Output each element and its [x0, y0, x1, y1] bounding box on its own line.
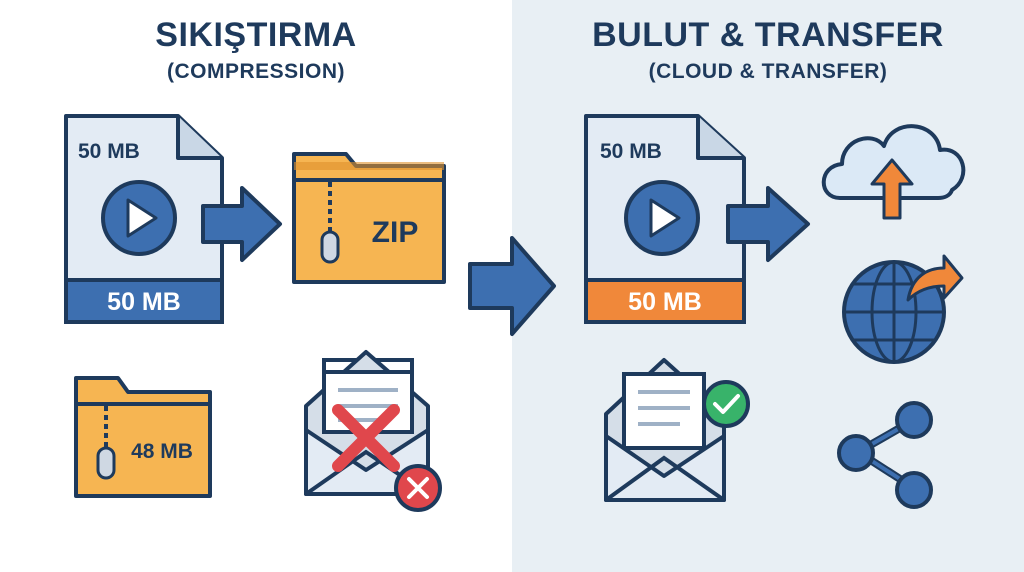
left-file-top-label: 50 MB [78, 140, 140, 163]
center-arrow-right-icon [468, 236, 556, 336]
right-video-file-icon: 50 MB 50 MB [584, 114, 746, 324]
right-arrow-right-icon [726, 186, 810, 262]
check-icon [702, 380, 750, 428]
globe-share-icon [842, 254, 964, 364]
cloud-upload-icon [821, 124, 966, 220]
right-title: BULUT & TRANSFER [592, 16, 944, 54]
left-video-file-icon: 50 MB 50 MB [64, 114, 224, 324]
right-file-top-label: 50 MB [600, 140, 662, 163]
zip-label: ZIP [372, 216, 419, 249]
right-file-bottom-label: 50 MB [628, 288, 702, 316]
zip-folder-icon: ZIP [292, 152, 446, 284]
left-title: SIKIŞTIRMA [155, 16, 357, 54]
left-subtitle: (COMPRESSION) [166, 60, 345, 83]
left-arrow-right-icon [201, 186, 282, 262]
small-folder-label: 48 MB [131, 440, 193, 463]
email-success-icon [604, 358, 726, 502]
left-file-bottom-label: 50 MB [107, 288, 181, 316]
right-subtitle: (CLOUD & TRANSFER) [648, 60, 888, 83]
share-icon [837, 401, 933, 509]
error-x-icon [394, 464, 442, 512]
compressed-folder-icon: 48 MB [74, 376, 212, 498]
